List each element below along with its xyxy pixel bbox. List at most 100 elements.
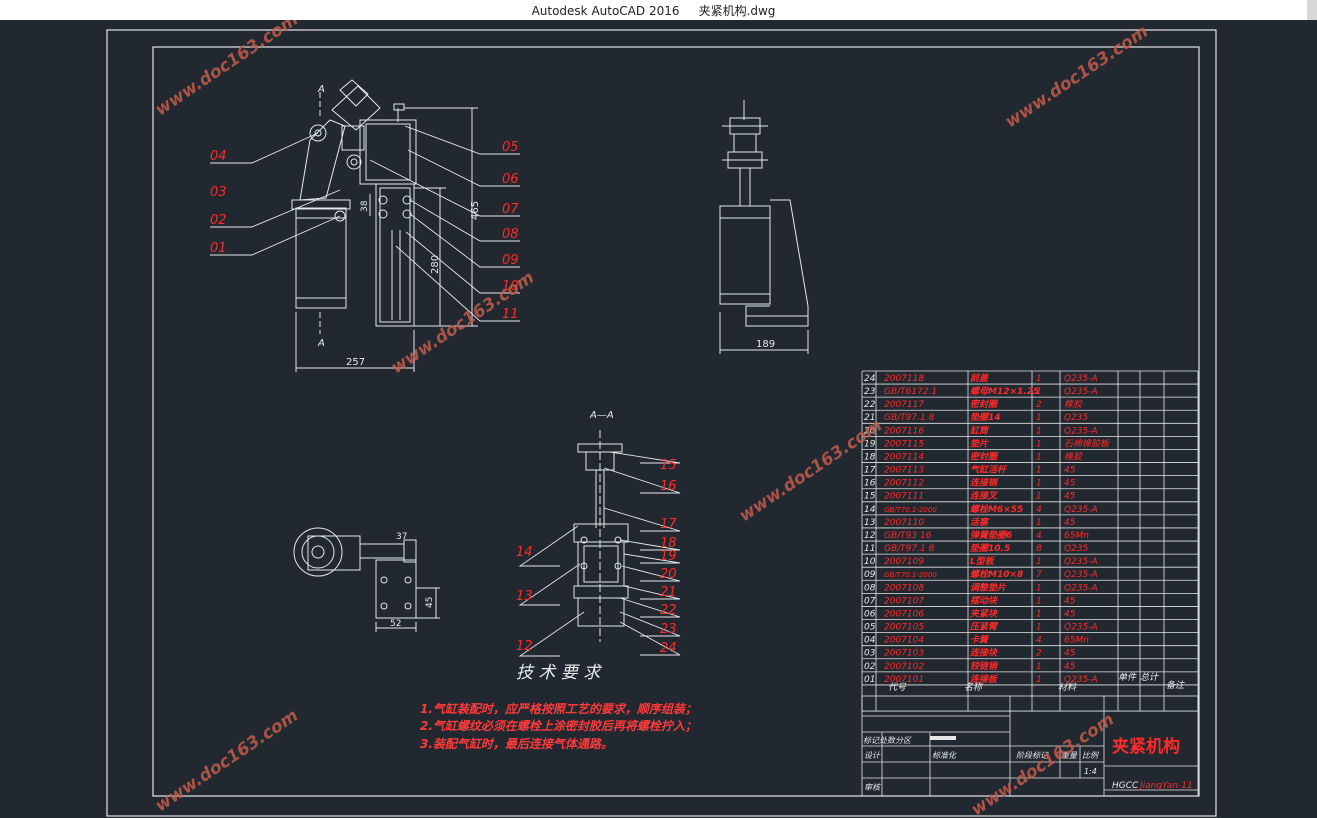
tb-scale: 1:4 <box>1084 767 1097 776</box>
bom-cell-code: 2007102 <box>884 662 924 672</box>
callout: 16 <box>660 479 677 494</box>
bom-cell-code: GB/T6172.1 <box>884 387 937 397</box>
bom-cell-code: GB/T93 16 <box>884 531 932 541</box>
bom-cell-index: 11 <box>864 544 875 554</box>
bom-cell-code: 2007112 <box>884 479 924 489</box>
bom-cell-index: 09 <box>864 570 876 580</box>
callout: 24 <box>660 641 677 656</box>
callout: 01 <box>210 241 227 256</box>
bom-cell-index: 06 <box>864 609 876 619</box>
bom-cell-index: 04 <box>864 636 876 646</box>
app-name: Autodesk AutoCAD 2016 <box>531 4 680 18</box>
bom-cell-qty: 1 <box>1036 466 1042 476</box>
bom-cell-code: 2007114 <box>884 452 924 462</box>
bom-cell-qty: 2 <box>1036 400 1042 410</box>
tech-item: 3.装配气缸时，最后连接气体通路。 <box>420 737 613 751</box>
drawing-canvas[interactable]: A A A—A 257 465 280 38 189 37 45 52 04 0… <box>0 20 1317 818</box>
bom-header-remark: 备注 <box>1166 680 1185 691</box>
bom-cell-material: Q235-A <box>1064 387 1098 397</box>
bom-cell-material: 石棉橡胶板 <box>1064 438 1111 449</box>
drawing-code: HGCC <box>1112 781 1139 791</box>
bom-cell-index: 17 <box>864 466 876 476</box>
bom-cell-material: Q235-A <box>1064 557 1098 567</box>
bom-cell-material: 45 <box>1064 492 1076 502</box>
leader-lines <box>210 125 681 657</box>
bom-cell-qty: 2 <box>1036 649 1042 659</box>
side-view <box>719 100 809 354</box>
bom-cell-qty: 1 <box>1036 426 1042 436</box>
bom-cell-index: 12 <box>864 531 876 541</box>
window-title-bar: Autodesk AutoCAD 2016 夹紧机构.dwg <box>0 0 1317 20</box>
front-callouts: 04 03 02 01 05 06 07 08 09 10 11 <box>210 140 519 322</box>
section-a-a-title: A—A <box>589 410 614 421</box>
bom-cell-index: 20 <box>864 426 876 436</box>
callout: 06 <box>502 172 519 187</box>
tb-review: 审核 <box>864 783 882 792</box>
inner-frame <box>152 46 1200 797</box>
tech-item: 1.气缸装配时，应严格按照工艺的要求，顺序组装； <box>420 702 697 716</box>
bom-cell-material: Q235-A <box>1064 374 1098 384</box>
bom-cell-index: 15 <box>864 492 876 502</box>
bom-cell-name: 缸筒 <box>970 425 990 436</box>
dim-38: 38 <box>360 200 370 212</box>
window-title: Autodesk AutoCAD 2016 夹紧机构.dwg <box>0 2 1307 19</box>
bom-header-code: 代号 <box>888 682 907 693</box>
bom-cell-code: 2007108 <box>884 583 924 593</box>
bom-cell-material: 45 <box>1064 518 1076 528</box>
title-block-bar <box>930 736 956 740</box>
callout: 08 <box>502 227 519 242</box>
bom-cell-qty: 1 <box>1036 374 1042 384</box>
callout: 23 <box>660 622 677 637</box>
tb-standard: 标准化 <box>932 751 957 760</box>
bom-cell-material: Q235-A <box>1064 505 1098 515</box>
bom-cell-qty: 1 <box>1036 583 1042 593</box>
bom-cell-material: 45 <box>1064 479 1076 489</box>
bom-cell-qty: 1 <box>1036 557 1042 567</box>
tech-item: 2.气缸螺纹必须在螺栓上涂密封胶后再将螺栓拧入； <box>420 719 697 733</box>
bom-cell-name: 垫片 <box>970 438 989 449</box>
file-name: 夹紧机构.dwg <box>698 4 776 18</box>
bom-cell-material: 45 <box>1064 609 1076 619</box>
bom-cell-name: 前盖 <box>970 373 989 384</box>
callout: 10 <box>502 279 519 294</box>
bom-cell-code: 2007109 <box>884 557 924 567</box>
bom-cell-qty: 1 <box>1036 609 1042 619</box>
bom-cell-name: L型板 <box>970 556 996 567</box>
bom-cell-code: 2007117 <box>884 400 924 410</box>
bom-cell-name: 螺栓M10×8 <box>970 569 1023 580</box>
bom-cell-material: Q235-A <box>1064 675 1098 685</box>
watermark-text: www.doc163.com <box>152 20 302 120</box>
section-view <box>573 430 629 642</box>
bom-cell-name: 连接块 <box>970 648 998 659</box>
bom-cell-name: 气缸活杆 <box>970 465 1008 476</box>
bom-cell-qty: 1 <box>1036 662 1042 672</box>
bom-cell-index: 22 <box>864 400 876 410</box>
watermark-text: www.doc163.com <box>968 710 1118 818</box>
section-callouts: 15 16 17 18 19 20 21 22 23 24 14 13 12 <box>516 458 677 656</box>
section-a-top: A <box>317 84 325 95</box>
bom-cell-name: 活塞 <box>970 517 990 528</box>
tb-revision: 标记处数分区 <box>863 736 912 745</box>
bom-cell-material: 45 <box>1064 466 1076 476</box>
callout: 18 <box>660 536 677 551</box>
callout: 21 <box>660 585 677 600</box>
bom-header-name: 名称 <box>964 682 984 693</box>
tech-items: 1.气缸装配时，应严格按照工艺的要求，顺序组装； 2.气缸螺纹必须在螺栓上涂密封… <box>420 702 697 751</box>
bom-cell-material: 45 <box>1064 596 1076 606</box>
bom-cell-qty: 1 <box>1036 439 1042 449</box>
bom-cell-index: 18 <box>864 452 876 462</box>
callout: 09 <box>502 253 519 268</box>
bom-header-total: 总计 <box>1140 672 1159 683</box>
bom-cell-qty: 1 <box>1036 596 1042 606</box>
callout: 04 <box>210 149 227 164</box>
bom-cell-name: 密封圈 <box>970 399 999 410</box>
bom-cell-code: 2007116 <box>884 426 924 436</box>
bom-cell-code: 2007103 <box>884 649 924 659</box>
bom-cell-code: GB/T97.1 8 <box>884 413 935 423</box>
dim-465: 465 <box>470 201 481 220</box>
front-view <box>291 79 478 372</box>
bom-cell-code: 2007107 <box>884 596 924 606</box>
callout: 15 <box>660 458 677 473</box>
bom-cell-code: GB/T70.1-2000 <box>884 571 937 579</box>
bom-cell-index: 13 <box>864 518 876 528</box>
